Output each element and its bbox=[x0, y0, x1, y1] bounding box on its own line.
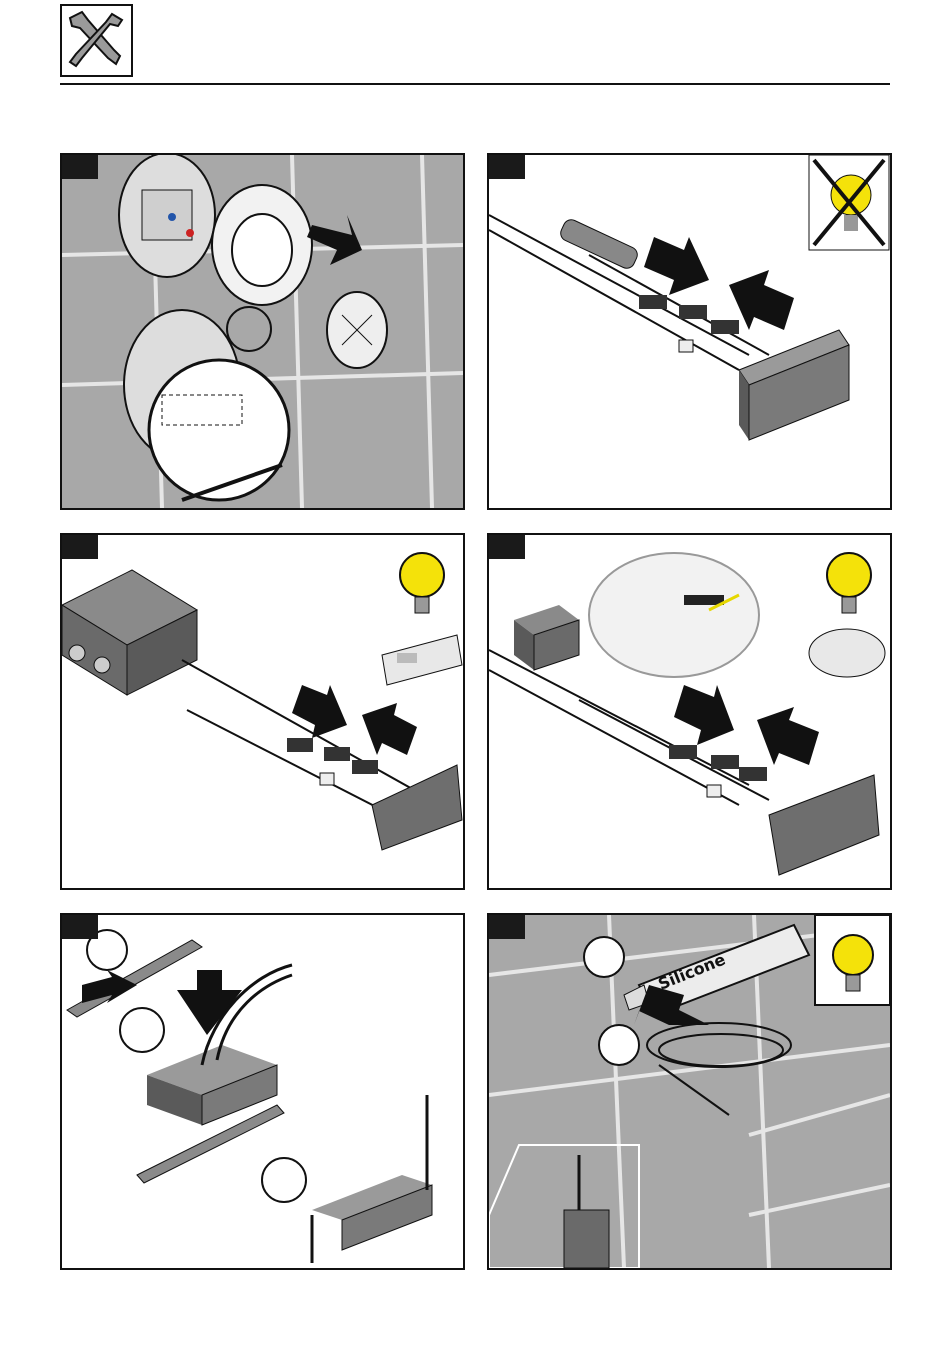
power-bulb-icon bbox=[400, 553, 444, 613]
power-bulb-icon bbox=[815, 915, 890, 1005]
no-power-bulb-icon bbox=[809, 155, 889, 250]
cable-connector-icon bbox=[669, 745, 767, 797]
push-arrow-icon bbox=[292, 685, 347, 738]
speaker-icon bbox=[809, 629, 885, 677]
panel-5 bbox=[60, 913, 465, 1270]
wrench-screwdriver-icon bbox=[60, 4, 133, 77]
silicone-illustration: Silicone bbox=[489, 915, 890, 1268]
push-arrow-icon bbox=[674, 685, 734, 745]
box-icon bbox=[147, 1045, 277, 1125]
step-tab bbox=[62, 535, 98, 559]
panel-2 bbox=[487, 153, 892, 510]
step-tab bbox=[489, 915, 525, 939]
panel-6: Silicone bbox=[487, 913, 892, 1270]
transformer-icon bbox=[514, 605, 579, 670]
power-bulb-icon bbox=[827, 553, 871, 613]
step-tab bbox=[62, 915, 98, 939]
step-tab bbox=[489, 535, 525, 559]
panel-3 bbox=[60, 533, 465, 890]
control-panel-icon bbox=[382, 635, 462, 685]
mains-box-illustration bbox=[62, 535, 463, 888]
panel-1 bbox=[60, 153, 465, 510]
wall-plate-illustration bbox=[62, 155, 463, 508]
box-icon bbox=[312, 1175, 432, 1250]
wall-plate-icon bbox=[119, 155, 215, 277]
step-tab bbox=[489, 155, 525, 179]
magnifier-detail-icon bbox=[149, 360, 289, 500]
header-rule bbox=[60, 83, 890, 85]
panel-4 bbox=[487, 533, 892, 890]
push-arrow-icon bbox=[644, 237, 709, 295]
mounting-illustration bbox=[62, 915, 463, 1268]
connector-illustration bbox=[489, 155, 890, 508]
mains-box-icon bbox=[62, 570, 197, 695]
step-tab bbox=[62, 155, 98, 179]
transformer-illustration bbox=[489, 535, 890, 888]
